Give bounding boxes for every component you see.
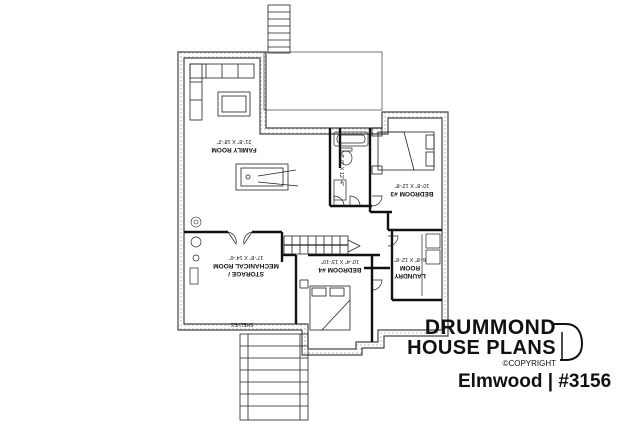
bathroom-fixtures — [333, 131, 369, 201]
laundry-label-group: LAUNDRY ROOM 6'-8" X 12'-8" — [394, 256, 426, 279]
bed-bedroom-4 — [299, 279, 351, 331]
bottom-stair — [239, 333, 309, 421]
bedroom3-name: BEDROOM #3 — [390, 190, 433, 197]
top-stair — [267, 4, 291, 54]
shelves-label-group: SHELVES — [230, 321, 253, 327]
storage-label-group: STORAGE / MECHANICAL ROOM 17'-8" X 14'-6… — [213, 254, 279, 277]
plan-title: Elmwood | #3156 — [458, 371, 612, 392]
bed-bedroom-3 — [371, 127, 435, 175]
foundation-walls — [177, 51, 449, 356]
brand-logo-icon — [554, 323, 584, 361]
sectional-sofa — [189, 63, 255, 121]
brand-copyright: ©COPYRIGHT — [502, 359, 556, 368]
family-room-dims: 21'-8" X 18'-2" — [217, 138, 252, 144]
laundry-appliances — [421, 233, 441, 296]
laundry-name-1: LAUNDRY — [394, 272, 426, 279]
interior-walls — [184, 128, 442, 342]
doors — [227, 195, 399, 291]
bedroom4-name: BEDROOM #4 — [318, 266, 361, 273]
storage-name-1: STORAGE / — [228, 270, 264, 277]
laundry-name-2: ROOM — [400, 264, 420, 271]
family-room-name: FAMILY ROOM — [211, 146, 256, 153]
main-stair — [283, 235, 349, 255]
bedroom4-dims: 10'-4" X 13'-10" — [321, 258, 359, 264]
storage-dims: 17'-8" X 14'-6" — [229, 254, 264, 260]
laundry-dims: 6'-8" X 12'-8" — [394, 256, 426, 262]
plant — [190, 216, 202, 228]
pool-table — [235, 163, 299, 191]
water-heater — [189, 236, 202, 285]
bedroom3-label-group: BEDROOM #3 10'-8" X 12'-8" — [390, 182, 433, 197]
shelves-label: SHELVES — [230, 321, 253, 327]
brand-line-2: HOUSE PLANS — [407, 337, 556, 359]
brand-line-1: DRUMMOND — [424, 316, 556, 339]
storage-name-2: MECHANICAL ROOM — [213, 262, 279, 269]
bath-dims: 8'-0" X 12'-4" — [338, 154, 344, 186]
family-room-label-group: FAMILY ROOM 21'-8" X 18'-2" — [211, 138, 256, 153]
bedroom4-label-group: BEDROOM #4 10'-4" X 13'-10" — [318, 258, 361, 273]
bath-label-group: 8'-0" X 12'-4" — [338, 154, 344, 186]
bedroom3-dims: 10'-8" X 12'-8" — [395, 182, 430, 188]
porch-slab — [263, 51, 383, 111]
coffee-table — [217, 91, 251, 117]
brand-block: DRUMMOND HOUSE PLANS ©COPYRIGHT — [407, 316, 556, 368]
